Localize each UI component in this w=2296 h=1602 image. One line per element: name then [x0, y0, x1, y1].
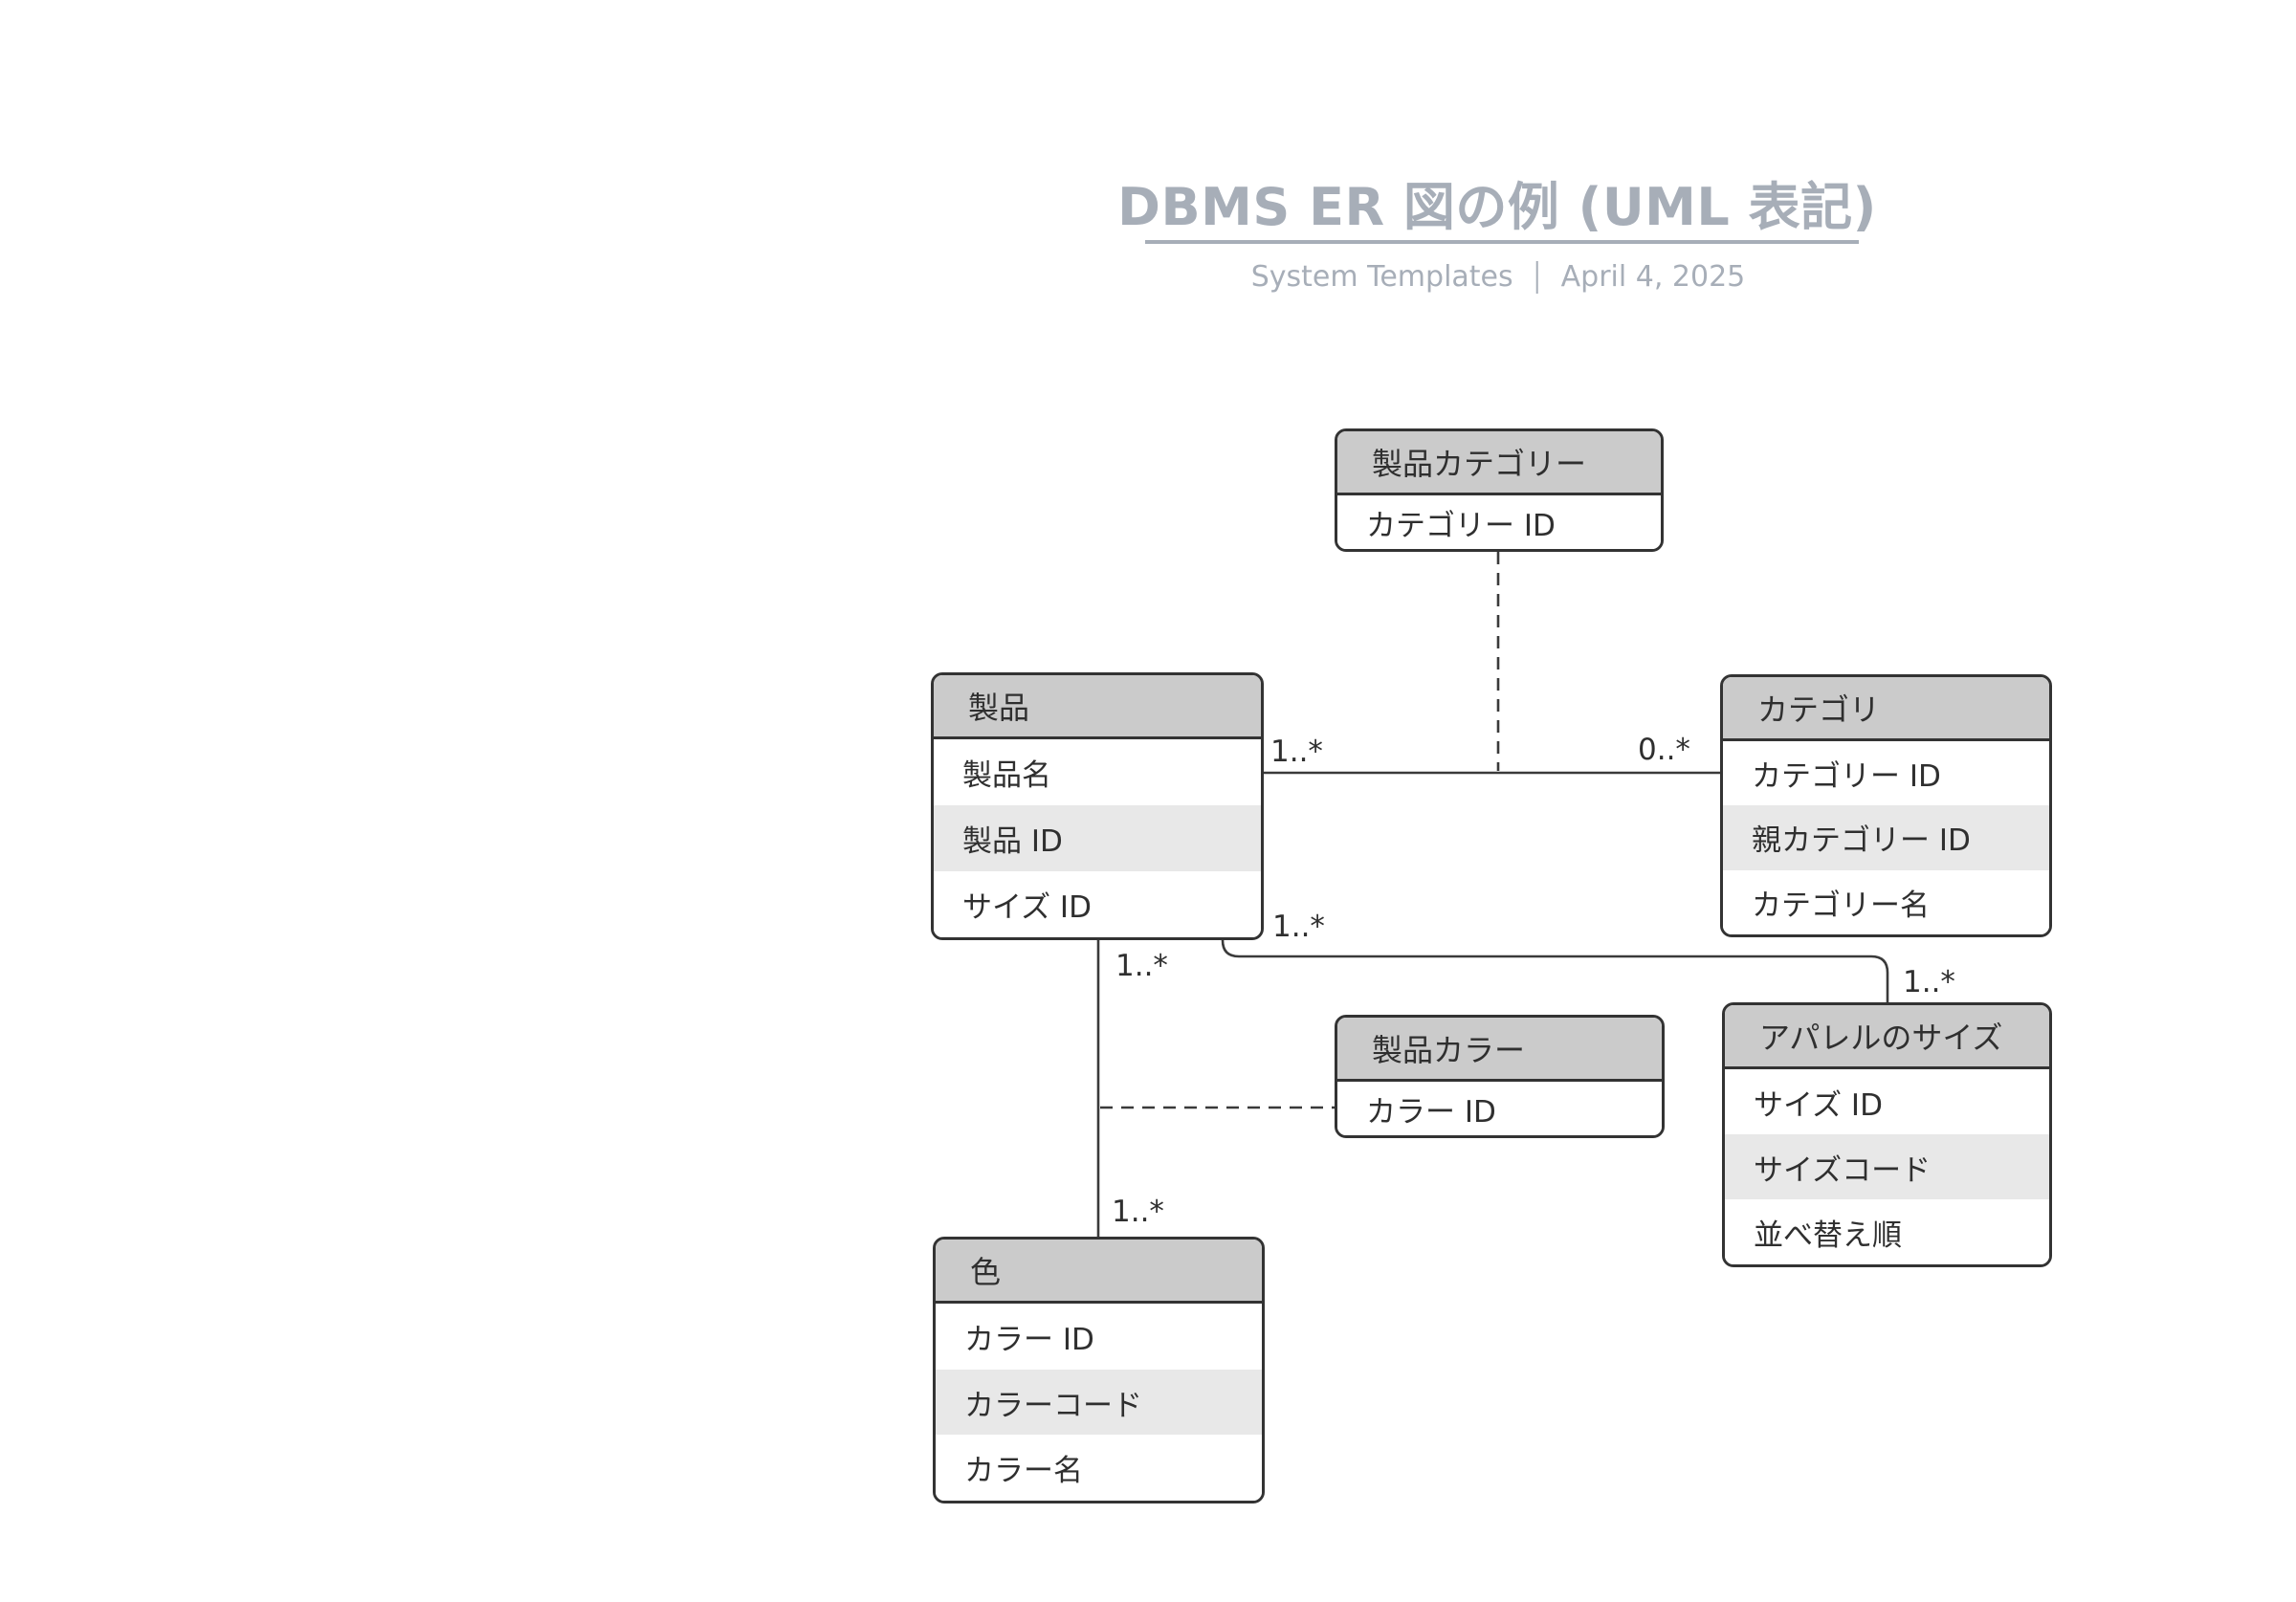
entity-attribute: 製品 ID — [934, 805, 1261, 871]
multiplicity-product-side-color: 1..* — [1115, 949, 1168, 983]
entity-category: カテゴリ カテゴリー ID 親カテゴリー ID カテゴリー名 — [1720, 674, 2052, 937]
entity-title: 製品カラー — [1337, 1018, 1662, 1082]
entity-attribute: 並べ替え順 — [1725, 1199, 2049, 1264]
entity-color: 色 カラー ID カラーコード カラー名 — [933, 1237, 1265, 1503]
page-subtitle: System Templates April 4, 2025 — [1251, 260, 1746, 294]
entity-attribute: 親カテゴリー ID — [1723, 805, 2049, 870]
multiplicity-product-side-size: 1..* — [1272, 910, 1325, 944]
entity-attribute: カテゴリー ID — [1723, 741, 2049, 806]
entity-title: 製品カテゴリー — [1337, 431, 1661, 495]
entity-product-category: 製品カテゴリー カテゴリー ID — [1335, 428, 1664, 552]
entity-attribute: 製品名 — [934, 739, 1261, 805]
entity-title: カテゴリ — [1723, 677, 2049, 741]
entity-title: 色 — [936, 1240, 1262, 1304]
entity-attribute: サイズ ID — [934, 871, 1261, 937]
entity-attribute: カラー ID — [936, 1304, 1262, 1370]
entity-product-color: 製品カラー カラー ID — [1335, 1015, 1665, 1138]
entity-attribute: カテゴリー ID — [1337, 495, 1661, 549]
multiplicity-category-side: 0..* — [1638, 733, 1690, 767]
entity-apparel-size: アパレルのサイズ サイズ ID サイズコード 並べ替え順 — [1722, 1002, 2052, 1267]
multiplicity-color-side: 1..* — [1112, 1195, 1164, 1229]
entity-product: 製品 製品名 製品 ID サイズ ID — [931, 672, 1264, 940]
entity-attribute: サイズ ID — [1725, 1069, 2049, 1134]
page-title: DBMS ER 図の例 (UML 表記) — [1117, 177, 1877, 237]
entity-attribute: カラー ID — [1337, 1082, 1662, 1135]
entity-title: アパレルのサイズ — [1725, 1005, 2049, 1069]
title-underline — [1145, 240, 1859, 244]
relationship-product-apparelsize-line — [1221, 939, 1889, 1002]
entity-attribute: カラーコード — [936, 1369, 1262, 1436]
multiplicity-apparelsize-side: 1..* — [1903, 965, 1955, 999]
subtitle-date: April 4, 2025 — [1560, 260, 1746, 294]
subtitle-source: System Templates — [1250, 260, 1513, 294]
entity-attribute: カラー名 — [936, 1435, 1262, 1501]
entity-title: 製品 — [934, 675, 1261, 739]
entity-attribute: サイズコード — [1725, 1134, 2049, 1199]
subtitle-divider — [1535, 260, 1538, 294]
multiplicity-product-side: 1..* — [1270, 735, 1323, 769]
entity-attribute: カテゴリー名 — [1723, 869, 2049, 934]
